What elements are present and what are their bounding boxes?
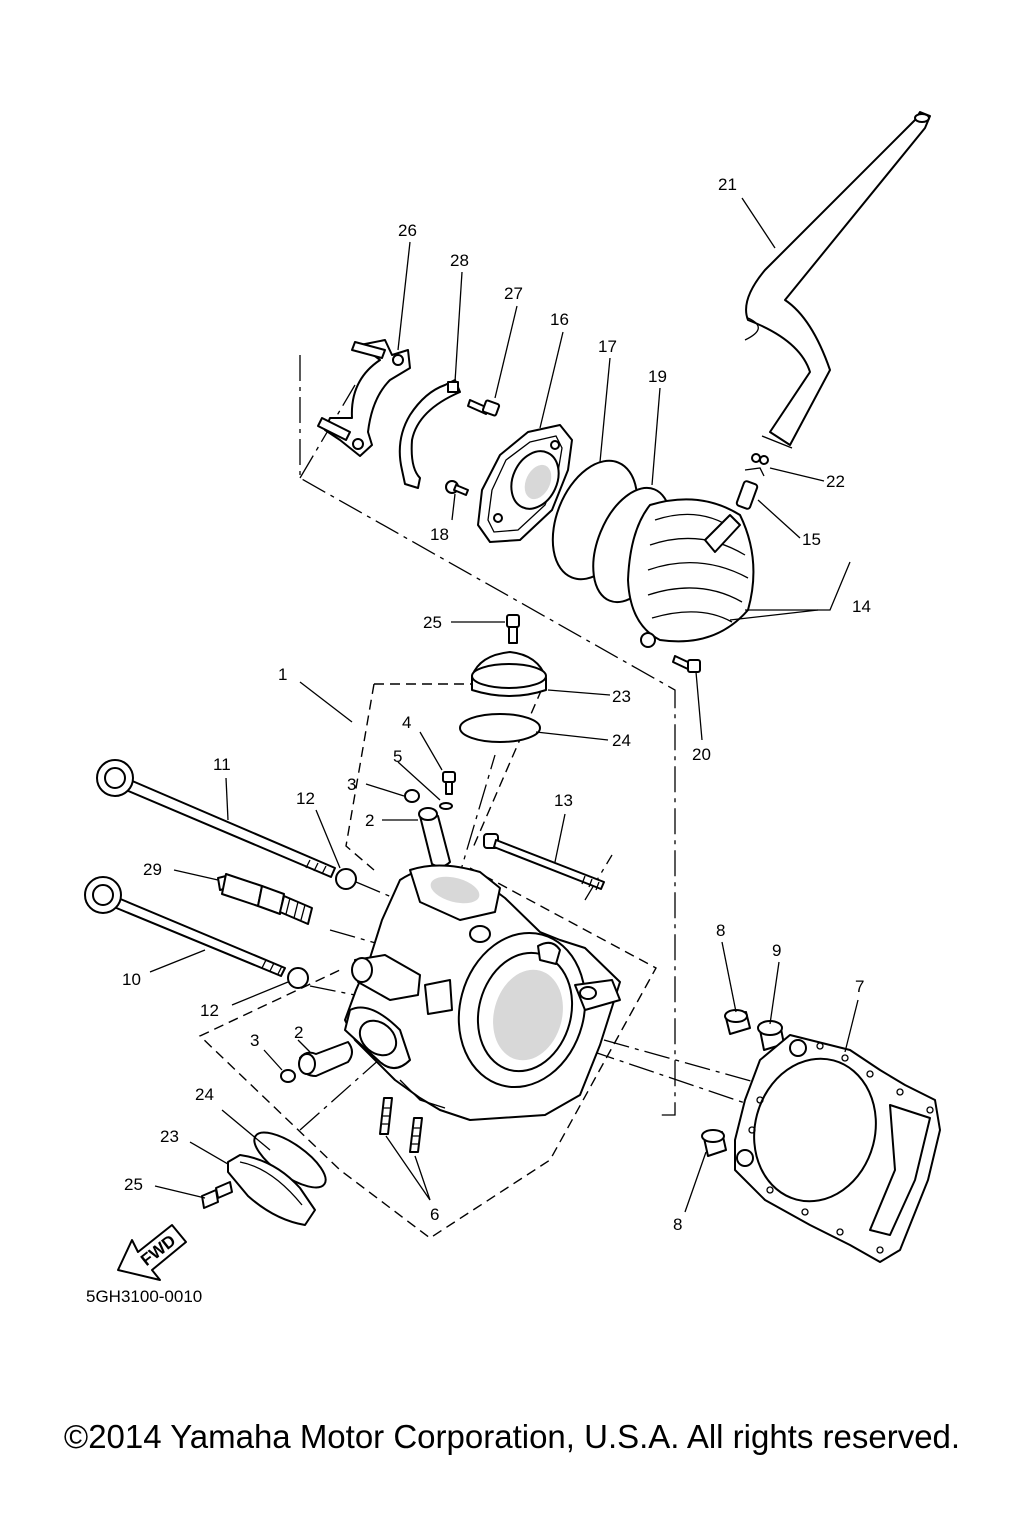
callout-8-upper: 8 [716,921,725,940]
spark-plug [217,873,313,925]
callout-9: 9 [772,941,781,960]
callout-12-upper: 12 [296,789,315,808]
callout-11: 11 [213,755,231,774]
dowel-set-lower [280,1041,353,1083]
bolt-27 [467,399,501,417]
breather-hose [744,111,931,449]
long-bolts [84,759,336,977]
callout-21: 21 [718,175,737,194]
callout-23-lower: 23 [160,1127,179,1146]
breather-fitting [735,453,769,510]
callout-22: 22 [826,472,845,491]
callout-8-lower: 8 [673,1215,682,1234]
bolt-20 [672,655,701,673]
callout-28: 28 [450,251,469,270]
callout-6: 6 [430,1205,439,1224]
callout-24-lower: 24 [195,1085,214,1104]
callout-2-upper: 2 [365,811,374,830]
diagram-code: 5GH3100-0010 [86,1287,202,1306]
callout-20: 20 [692,745,711,764]
callout-5: 5 [393,747,402,766]
callout-2-lower: 2 [294,1023,303,1042]
callout-18: 18 [430,525,449,544]
callout-27: 27 [504,284,523,303]
callout-25-lower: 25 [124,1175,143,1194]
callout-14: 14 [852,597,871,616]
callout-24-upper: 24 [612,731,631,750]
callout-25-upper: 25 [423,613,442,632]
band-clamp [398,379,461,489]
dowel-pins [701,1009,785,1157]
callout-16: 16 [550,310,569,329]
callout-3-upper: 3 [347,775,356,794]
fwd-arrow-icon: FWD [117,1224,187,1281]
screw-18 [445,480,469,496]
callout-7: 7 [855,977,864,996]
callout-labels: 1 2 2 3 3 4 5 6 7 8 8 9 10 11 12 12 13 1… [122,175,871,1234]
dowel-bolt-set-upper [404,771,456,868]
callout-1: 1 [278,665,287,684]
gasket-plate [477,424,573,543]
lower-cap-cover [201,1131,327,1226]
copyright-notice: ©2014 Yamaha Motor Corporation, U.S.A. A… [63,1418,961,1455]
callout-17: 17 [598,337,617,356]
leader-lines [149,197,859,1213]
callout-3-lower: 3 [250,1031,259,1050]
callout-12-lower: 12 [200,1001,219,1020]
callout-13: 13 [554,791,573,810]
studs [379,1097,423,1153]
mount-bracket [317,339,411,457]
callout-29: 29 [143,860,162,879]
bolt-13 [483,833,605,891]
callout-23-upper: 23 [612,687,631,706]
callout-26: 26 [398,221,417,240]
callout-19: 19 [648,367,667,386]
washer-12-upper [335,868,357,890]
callout-4: 4 [402,713,411,732]
washer-12-lower [287,967,309,989]
callout-15: 15 [802,530,821,549]
callout-10: 10 [122,970,141,989]
valve-cover [627,498,755,648]
head-gasket [734,1034,941,1263]
upper-cap-cover [459,614,547,743]
cylinder-head [344,864,621,1121]
